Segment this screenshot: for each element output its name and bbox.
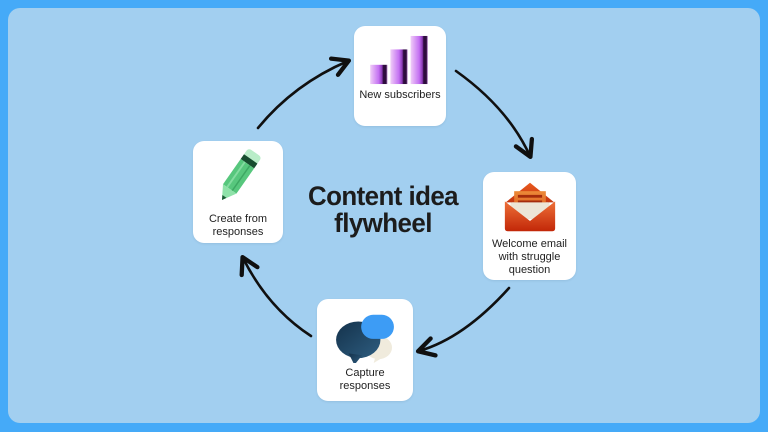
chat-bubbles-icon [333, 309, 397, 365]
bar-chart-icon [369, 35, 431, 85]
flywheel-node-welcome-email: Welcome email with struggle question [483, 172, 576, 280]
flywheel-node-new-subscribers: New subscribers [354, 26, 446, 126]
node-label-create-from-responses: Create from responses [208, 213, 268, 238]
flywheel-node-capture-responses: Capture responses [317, 299, 413, 401]
page-title-line1: Content idea [307, 181, 459, 211]
pencil-icon [211, 149, 265, 209]
node-label-welcome-email: Welcome email with struggle question [492, 238, 567, 276]
page-title-line2: flywheel [334, 208, 432, 238]
node-label-capture-responses: Capture responses [339, 367, 391, 392]
node-label-new-subscribers: New subscribers [359, 89, 441, 101]
page-title: Content idea flywheel [299, 183, 468, 237]
envelope-icon [500, 180, 560, 234]
flywheel-node-create-from-responses: Create from responses [193, 141, 283, 243]
